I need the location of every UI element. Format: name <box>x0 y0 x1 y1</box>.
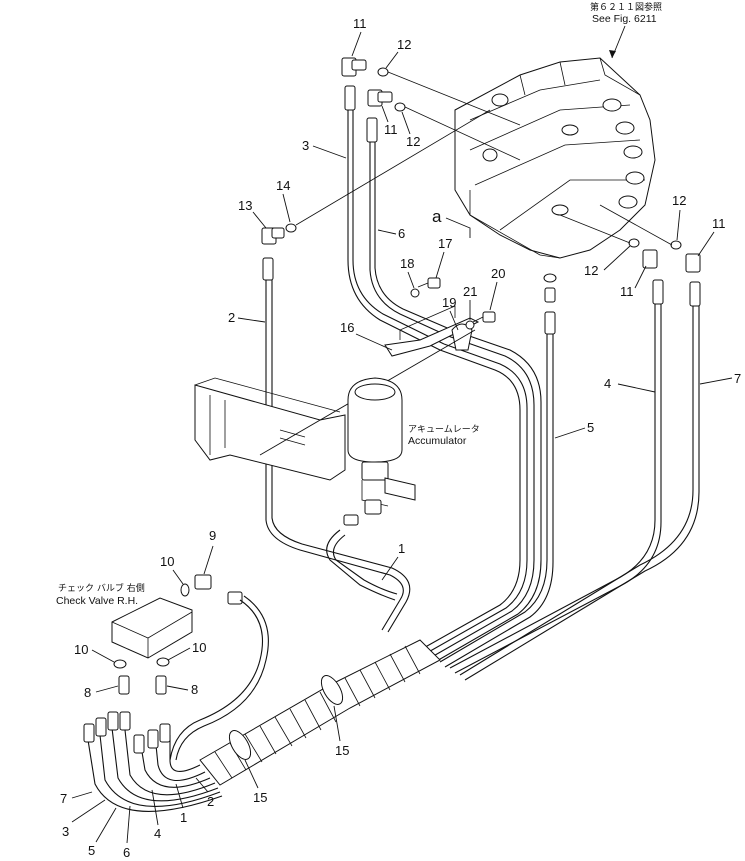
accumulator-en-label: Accumulator <box>408 435 467 447</box>
callout-12-b: 12 <box>406 134 420 149</box>
callout-20: 20 <box>491 266 505 281</box>
callout-3-top: 3 <box>302 138 309 153</box>
hose-bundle-upper <box>419 329 542 663</box>
o-ring-12-c <box>628 238 640 248</box>
view-marker-a: a <box>432 207 442 226</box>
clamp-15-upper <box>320 675 344 705</box>
elbow-fitting-11-c <box>642 249 658 269</box>
callout-4-bottom: 4 <box>154 826 161 841</box>
elbow-fitting-13 <box>261 227 285 245</box>
see-fig-jp-label: 第６２１１図参照 <box>590 1 662 13</box>
hose-7 <box>459 281 701 681</box>
callout-13: 13 <box>238 198 252 213</box>
o-ring-10-left <box>113 659 127 669</box>
see-fig-en-label: See Fig. 6211 <box>592 13 657 25</box>
lower-hose-fittings <box>83 711 171 754</box>
callout-14: 14 <box>276 178 290 193</box>
mounting-plate <box>194 377 346 481</box>
callout-17: 17 <box>438 236 452 251</box>
callout-18: 18 <box>400 256 414 271</box>
callout-2-top: 2 <box>228 310 235 325</box>
connector-8-left <box>118 675 130 695</box>
callout-21: 21 <box>463 284 477 299</box>
callout-19: 19 <box>442 295 456 310</box>
callout-5-right: 5 <box>587 420 594 435</box>
bolt-20 <box>472 311 496 323</box>
hose-1 <box>326 529 398 601</box>
check-valve-jp-label: チェック バルブ 右側 <box>58 582 145 594</box>
o-ring-12-a <box>377 67 389 77</box>
o-ring-10-right <box>156 657 170 667</box>
callout-1-mid: 1 <box>398 541 405 556</box>
callout-10-right: 10 <box>192 640 206 655</box>
hose-bundle-lower <box>87 727 223 812</box>
control-valve <box>454 57 656 259</box>
hose-2 <box>262 257 411 633</box>
connector-8-right <box>155 675 167 695</box>
callout-15-lower: 15 <box>253 790 267 805</box>
callout-16: 16 <box>340 320 354 335</box>
o-ring-14 <box>285 223 297 233</box>
callout-11-a: 11 <box>353 16 367 31</box>
callout-8-right: 8 <box>191 682 198 697</box>
hose-5 <box>439 311 556 668</box>
bolt-17 <box>417 277 441 289</box>
callout-11-d: 11 <box>712 216 726 231</box>
callout-7-right: 7 <box>734 371 741 386</box>
washer-18 <box>410 288 420 298</box>
callout-10-top: 10 <box>160 554 174 569</box>
hose-6 <box>366 117 453 337</box>
accumulator <box>347 377 416 507</box>
callout-12-c: 12 <box>672 193 686 208</box>
callout-6-bottom: 6 <box>123 845 130 860</box>
callout-12-a: 12 <box>397 37 411 52</box>
callout-5-bottom: 5 <box>88 843 95 858</box>
callout-12-d: 12 <box>584 263 598 278</box>
elbow-fitting-11-a <box>341 57 367 77</box>
view-marker-leader <box>445 217 471 238</box>
callout-15-upper: 15 <box>335 743 349 758</box>
callout-11-c: 11 <box>620 284 634 299</box>
callout-11-b: 11 <box>384 122 398 137</box>
callout-9: 9 <box>209 528 216 543</box>
o-ring-valve-port <box>543 273 557 283</box>
valve-spool-caps <box>482 93 645 216</box>
elbow-fitting-9 <box>194 574 212 590</box>
adapter-valve-port <box>544 287 556 303</box>
o-ring-12-b <box>394 102 406 112</box>
o-ring-12-d <box>670 240 682 250</box>
hose-4 <box>449 279 664 674</box>
callout-10-left: 10 <box>74 642 88 657</box>
hose-3 <box>344 85 445 351</box>
callout-7-bottom: 7 <box>60 791 67 806</box>
callout-2-bottom: 2 <box>207 794 214 809</box>
callout-8-left: 8 <box>84 685 91 700</box>
check-valve-en-label: Check Valve R.H. <box>56 595 138 607</box>
accumulator-jp-label: アキュームレータ <box>408 424 480 435</box>
callout-3-bottom: 3 <box>62 824 69 839</box>
o-ring-10-top <box>180 583 190 597</box>
washer-21 <box>465 320 475 330</box>
elbow-fitting-11-d <box>685 253 701 273</box>
hose-to-check-valve <box>169 591 269 761</box>
see-fig-arrowhead <box>609 50 616 58</box>
callout-6-top: 6 <box>398 226 405 241</box>
callout-1-bottom: 1 <box>180 810 187 825</box>
clamp-15-lower <box>228 730 252 760</box>
check-valve-rh <box>111 597 193 659</box>
elbow-fitting-11-b <box>367 89 393 107</box>
callout-4-right: 4 <box>604 376 611 391</box>
accumulator-fitting <box>343 499 382 526</box>
protective-sleeve <box>199 639 441 786</box>
